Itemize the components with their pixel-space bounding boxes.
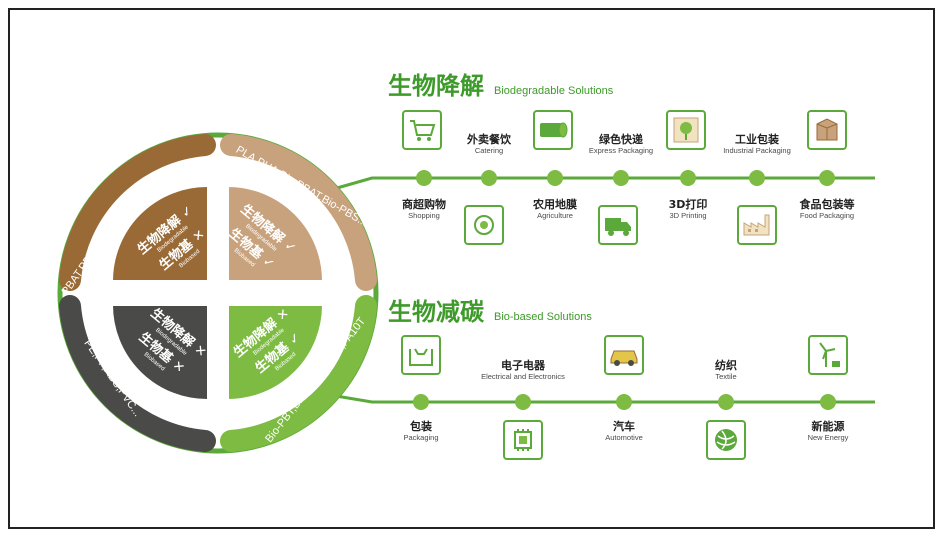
truck-icon bbox=[598, 205, 638, 245]
map-pin-icon bbox=[666, 110, 706, 150]
timeline-node bbox=[481, 170, 497, 186]
film-roll-icon bbox=[533, 110, 573, 150]
timeline-node bbox=[413, 394, 429, 410]
yarn-ball-icon bbox=[706, 420, 746, 460]
timeline-node bbox=[416, 170, 432, 186]
shopping-cart-icon bbox=[402, 110, 442, 150]
timeline-node bbox=[718, 394, 734, 410]
parcel-icon bbox=[807, 110, 847, 150]
timeline-node bbox=[680, 170, 696, 186]
package-icon bbox=[401, 335, 441, 375]
wheel-outline bbox=[57, 132, 379, 454]
band-green bbox=[220, 295, 377, 452]
band-brown bbox=[59, 134, 216, 291]
timeline-node bbox=[616, 394, 632, 410]
car-icon bbox=[604, 335, 644, 375]
connector-bottom bbox=[329, 393, 875, 404]
timeline-bottom-nodes bbox=[413, 394, 836, 410]
wind-turbine-icon bbox=[808, 335, 848, 375]
timeline-top-nodes bbox=[416, 170, 835, 186]
quadrant-green bbox=[227, 304, 325, 402]
timeline-node bbox=[547, 170, 563, 186]
timeline-node bbox=[749, 170, 765, 186]
quadrant-brown bbox=[110, 184, 209, 282]
band-dark bbox=[59, 295, 216, 452]
timeline-node bbox=[613, 170, 629, 186]
timeline-node bbox=[819, 170, 835, 186]
factory-icon bbox=[737, 205, 777, 245]
band-tan bbox=[220, 134, 377, 291]
quadrant-dark bbox=[110, 304, 209, 402]
chip-icon bbox=[503, 420, 543, 460]
quadrant-tan bbox=[227, 184, 325, 282]
timeline-node bbox=[820, 394, 836, 410]
connector-top bbox=[329, 176, 875, 192]
delivery-box-icon bbox=[464, 205, 504, 245]
biodegradable-title: 生物降解 Biodegradable Solutions bbox=[388, 72, 614, 100]
timeline-node bbox=[515, 394, 531, 410]
biobased-title: 生物减碳 Bio-based Solutions bbox=[388, 298, 592, 326]
